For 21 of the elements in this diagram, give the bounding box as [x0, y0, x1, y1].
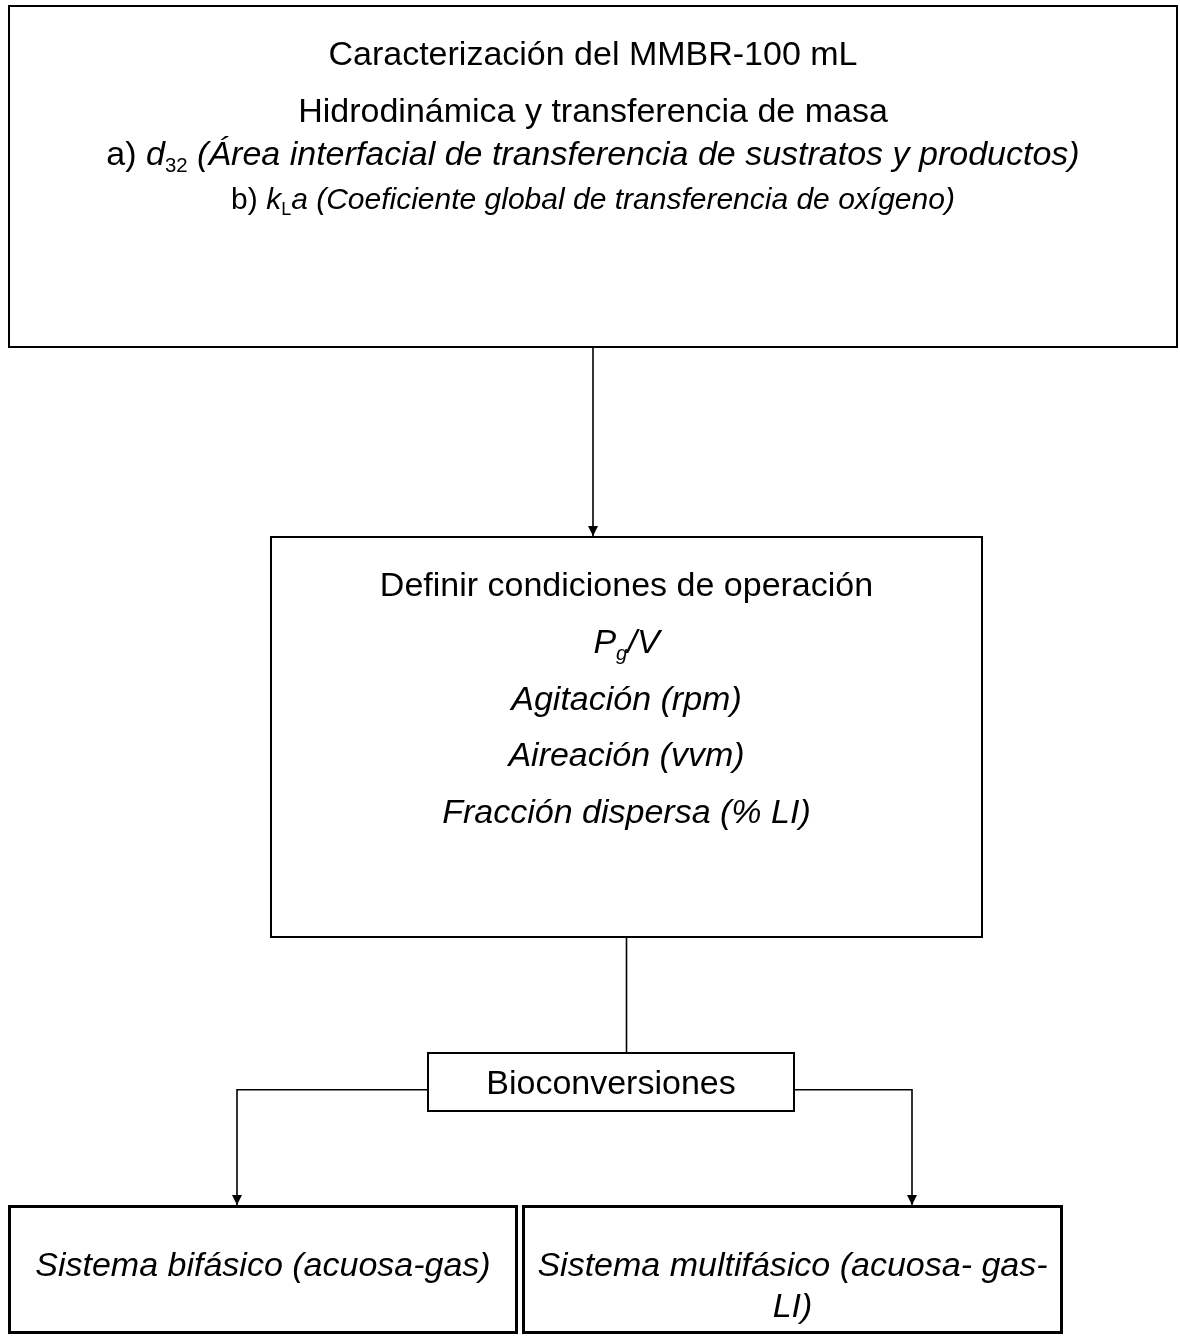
box-text: a) d$_{32}$ (Área interfacial de transferencia de sustratos y productos) [106, 132, 1080, 174]
box-text: Sistema multifásico (acuosa- gas-LI) [536, 1244, 1049, 1326]
connector-line [625, 937, 628, 1053]
process-box [427, 1052, 795, 1112]
arrow [588, 347, 598, 537]
box-text: Definir condiciones de operación [379, 564, 874, 605]
box-text: Agitación (rpm) [511, 677, 742, 719]
process-box [8, 5, 1178, 348]
box-text: Bioconversiones [486, 1061, 736, 1103]
arrow [232, 1089, 428, 1206]
arrow [794, 1089, 917, 1206]
box-text: Sistema bifásico (acuosa-gas) [35, 1244, 491, 1285]
box-text: Caracterización del MMBR-100 mL [328, 33, 858, 74]
process-box [8, 1205, 518, 1334]
box-text: Hidrodinámica y transferencia de masa [298, 89, 888, 131]
process-box [522, 1205, 1063, 1334]
process-box [270, 536, 983, 938]
box-text: b) k$_{L}$a (Coeficiente global de transferencia de oxígeno) [231, 181, 955, 218]
box-text: P$_{g}$/V [593, 620, 660, 662]
box-text: Fracción dispersa (% LI) [442, 791, 811, 832]
box-text: Aireación (vvm) [508, 734, 745, 776]
